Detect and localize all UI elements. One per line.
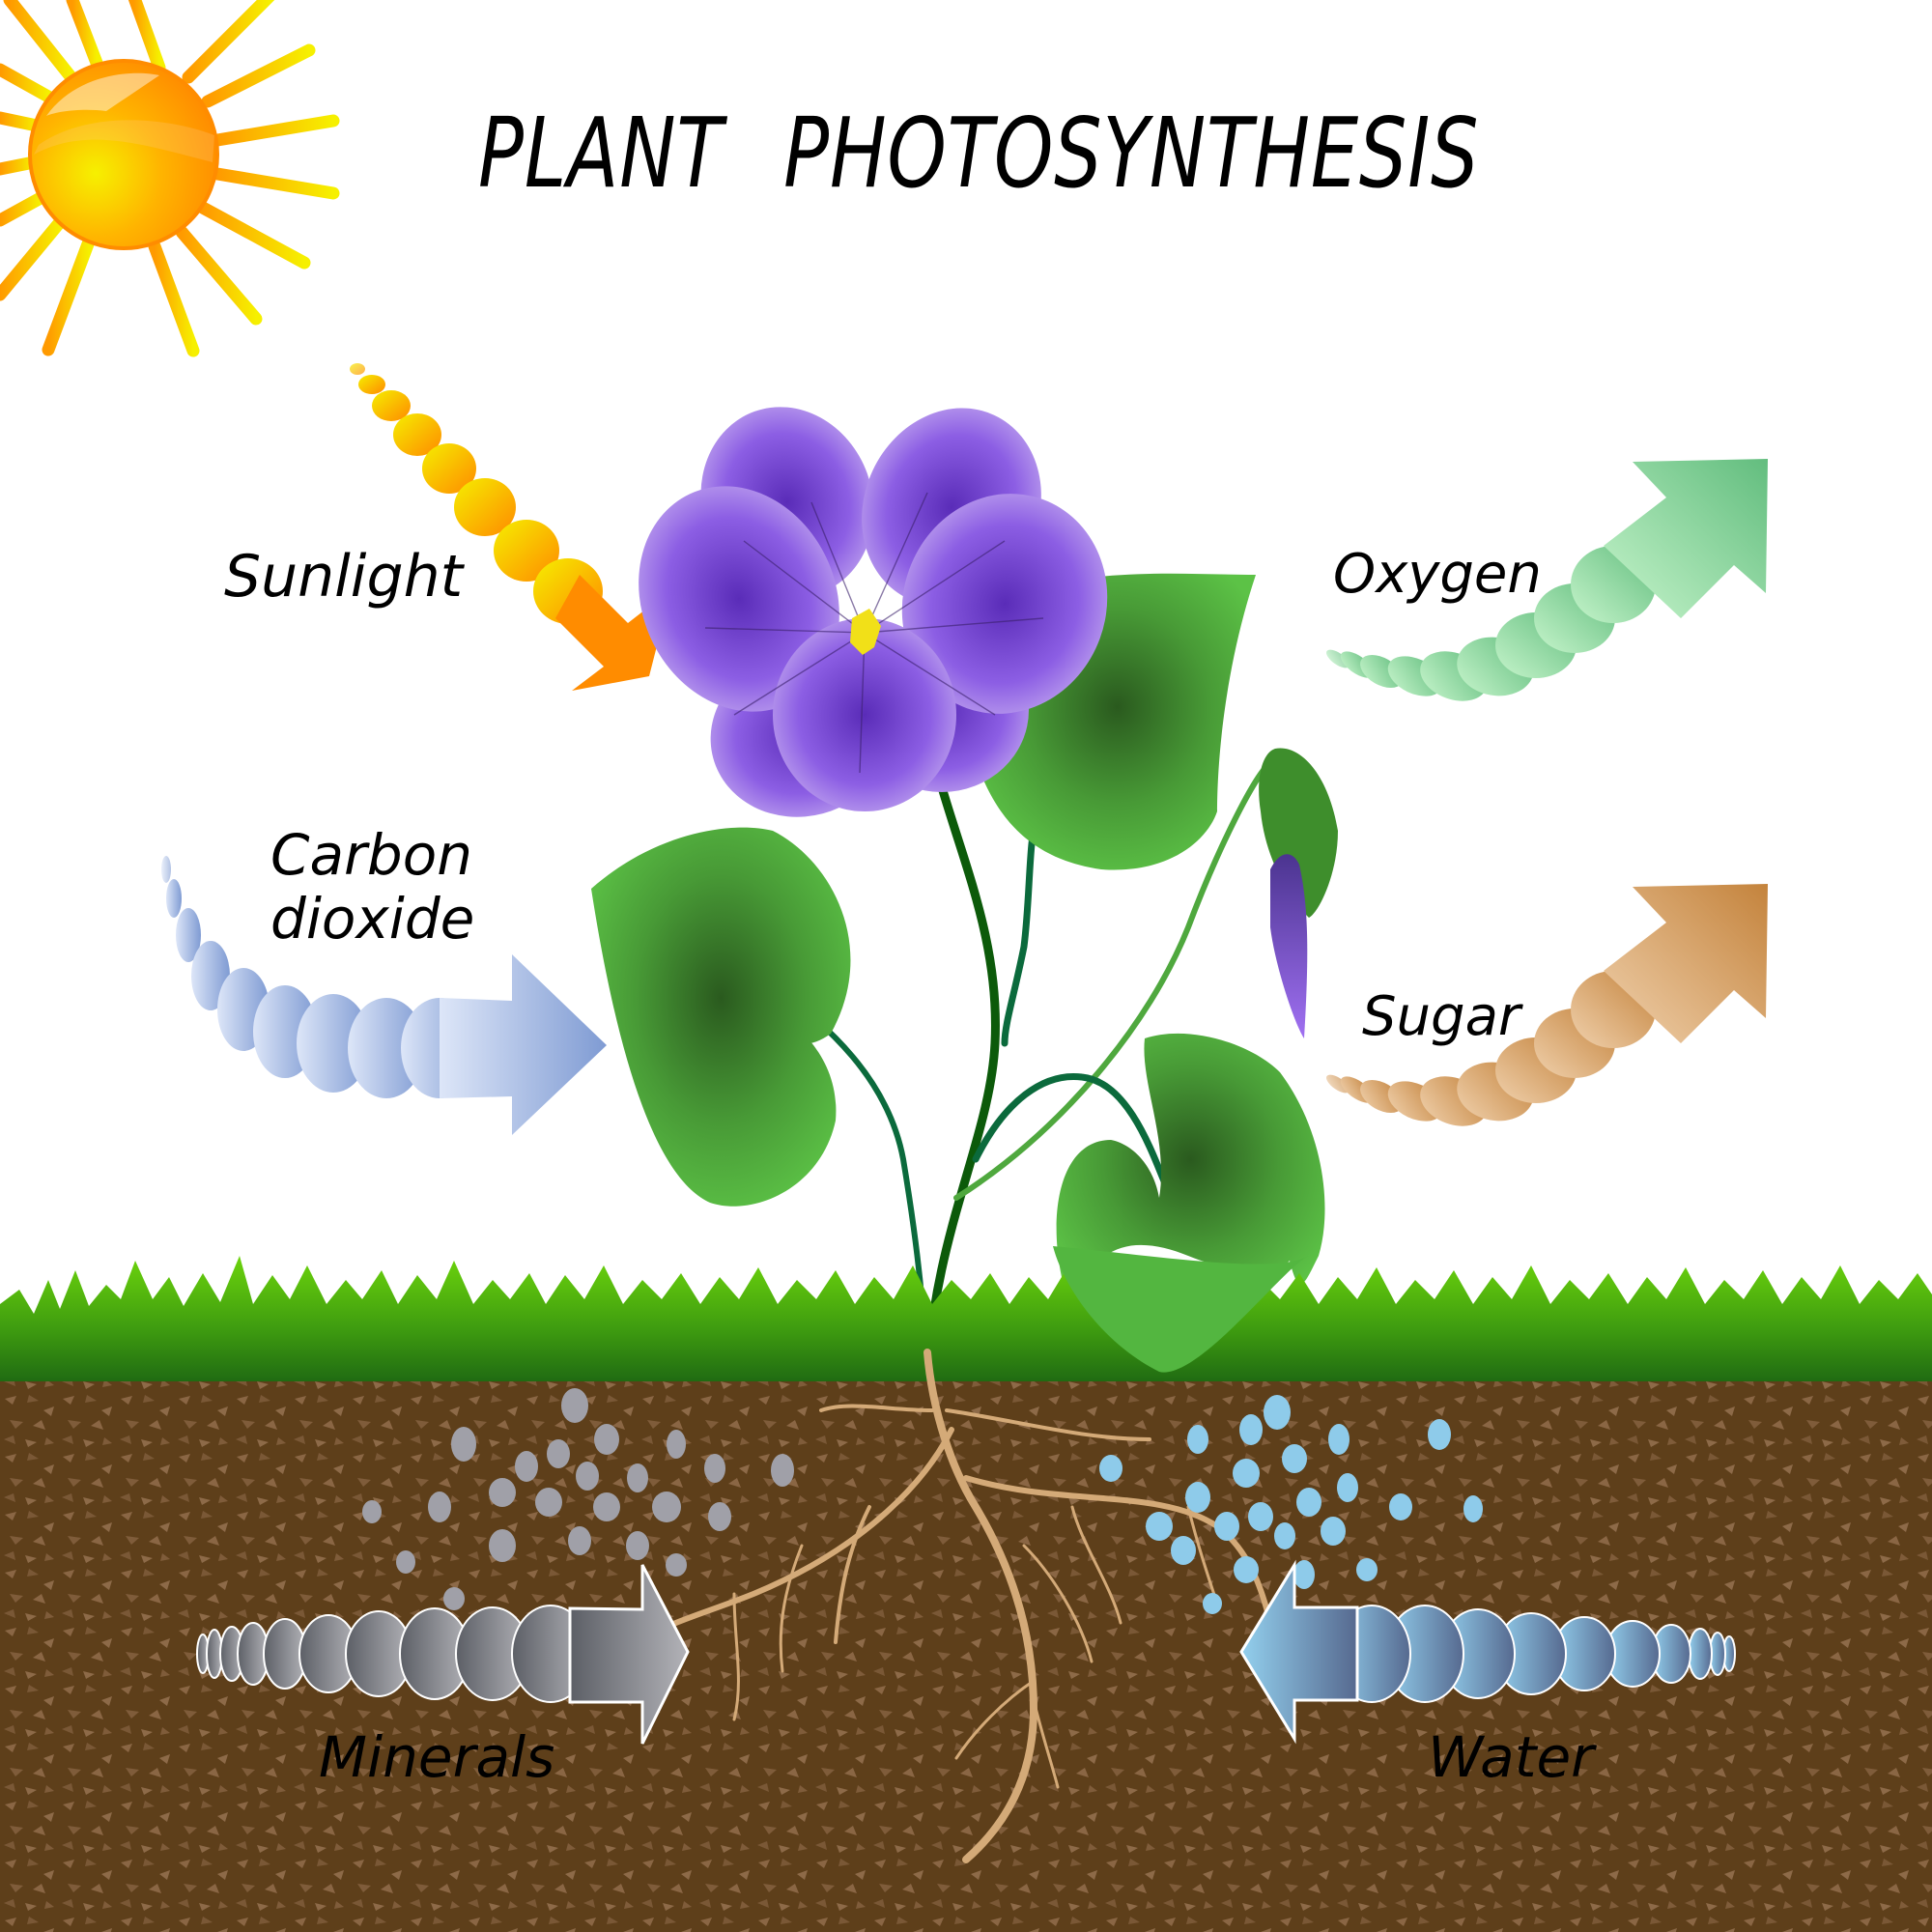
water-particles	[1099, 1395, 1483, 1630]
leaf-top	[979, 573, 1256, 870]
carbon-dioxide-arrow	[161, 856, 607, 1135]
title-word-photosynthesis: PHOTOSYNTHESIS	[783, 97, 1480, 210]
label-sunlight: Sunlight	[224, 543, 464, 611]
flower-bud	[1259, 748, 1338, 1038]
page-title: PLANT PHOTOSYNTHESIS	[478, 97, 1479, 210]
label-carbon: Carbon	[270, 822, 472, 888]
sunlight-arrow	[350, 363, 671, 691]
label-oxygen: Oxygen	[1333, 543, 1542, 606]
mineral-particles	[362, 1388, 794, 1610]
label-carbon-dioxide: Carbon dioxide	[270, 823, 474, 951]
label-water: Water	[1428, 1724, 1594, 1790]
sun-icon	[0, 0, 340, 369]
sugar-arrow	[1326, 884, 1768, 1126]
flower-center	[850, 609, 881, 655]
violet-flower	[639, 407, 1108, 817]
title-word-plant: PLANT	[478, 97, 724, 210]
water-arrow	[1239, 1559, 1736, 1745]
leaf-left	[591, 827, 851, 1207]
leaf-right-tip	[1053, 1246, 1309, 1373]
leaf-right	[1056, 1033, 1325, 1314]
label-sugar: Sugar	[1362, 985, 1520, 1048]
grass-strip	[0, 1256, 1932, 1381]
minerals-arrow	[196, 1564, 690, 1745]
oxygen-arrow	[1326, 459, 1768, 701]
label-dioxide: dioxide	[270, 886, 475, 952]
label-minerals: Minerals	[319, 1724, 555, 1790]
